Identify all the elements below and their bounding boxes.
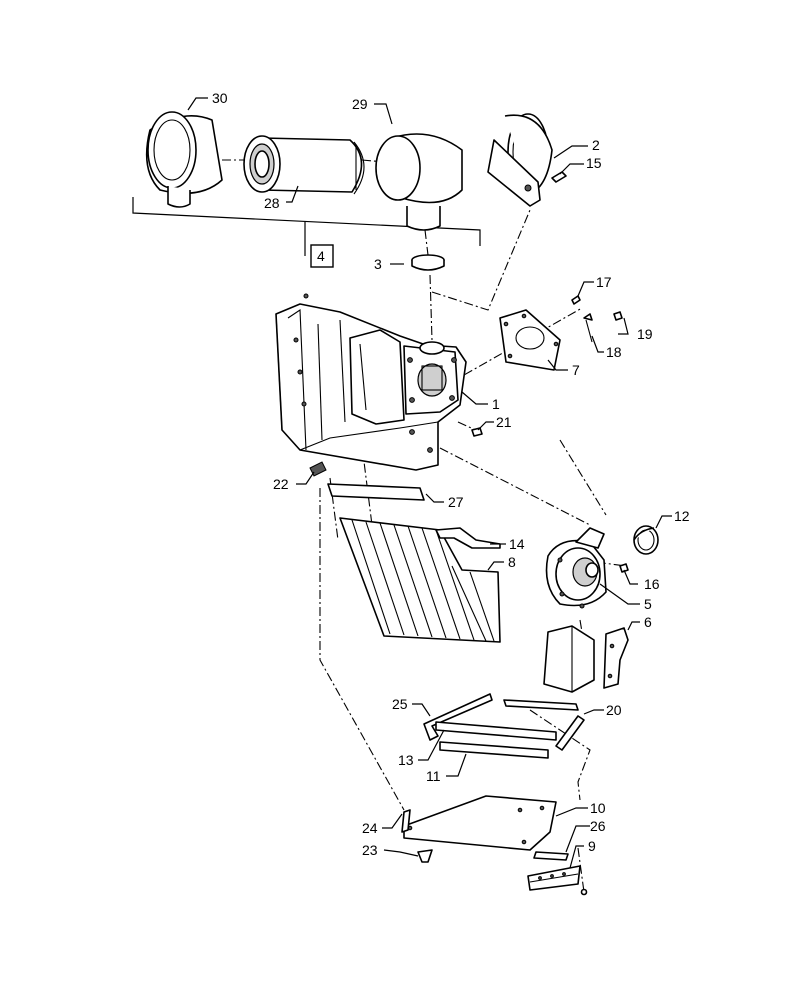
callout-15: 15	[586, 155, 602, 171]
callout-24: 24	[362, 820, 378, 836]
callout-9: 9	[588, 838, 596, 854]
air-cleaner-group	[132, 111, 567, 271]
leader-lines	[187, 97, 672, 869]
callout-30: 30	[212, 90, 228, 106]
part-23-screw[interactable]	[417, 849, 433, 863]
callout-25: 25	[392, 696, 408, 712]
part-27-strip[interactable]	[327, 483, 425, 501]
callout-labels: 30 29 28 2 15 4 3 17 19 18 7 1 21 22 27 …	[212, 90, 690, 858]
callout-4: 4	[317, 248, 325, 264]
callout-13: 13	[398, 752, 414, 768]
part-16-screw[interactable]	[619, 563, 629, 573]
part-1-main-housing[interactable]	[275, 293, 467, 471]
callout-3: 3	[374, 256, 382, 272]
part-14-bracket[interactable]	[435, 527, 501, 549]
part-17-screw[interactable]	[571, 295, 581, 305]
callout-4-box	[310, 244, 334, 268]
part-18-bolt[interactable]	[583, 313, 593, 343]
callout-8: 8	[508, 554, 516, 570]
callout-27: 27	[448, 494, 464, 510]
callout-20: 20	[606, 702, 622, 718]
callout-2: 2	[592, 137, 600, 153]
callout-6: 6	[644, 614, 652, 630]
part-10-bottom-panel[interactable]	[403, 795, 557, 851]
part-21-screw[interactable]	[471, 427, 483, 437]
part-6-bracket[interactable]	[543, 625, 629, 693]
part-19-pin[interactable]	[613, 311, 623, 321]
callout-28: 28	[264, 195, 280, 211]
callout-5: 5	[644, 596, 652, 612]
callout-17: 17	[596, 274, 612, 290]
callout-22: 22	[273, 476, 289, 492]
part-30-cover[interactable]	[145, 111, 223, 208]
callout-7: 7	[572, 362, 580, 378]
part-26-shim[interactable]	[533, 851, 569, 861]
callout-23: 23	[362, 842, 378, 858]
callout-10: 10	[590, 800, 606, 816]
callout-26: 26	[590, 818, 606, 834]
part-25-strip[interactable]	[423, 693, 493, 741]
part-3-ring[interactable]	[411, 254, 445, 271]
callout-29: 29	[352, 96, 368, 112]
part-13-strip[interactable]	[435, 721, 557, 741]
callout-16: 16	[644, 576, 660, 592]
part-29-housing[interactable]	[375, 133, 463, 231]
part-15-screw[interactable]	[551, 171, 567, 183]
part-2-band-clamp[interactable]	[487, 113, 553, 207]
callout-12: 12	[674, 508, 690, 524]
callout-18: 18	[606, 344, 622, 360]
part-5-blower[interactable]	[545, 527, 607, 609]
part-28-filter-element[interactable]	[243, 135, 365, 195]
part-9-hinge[interactable]	[527, 865, 588, 896]
part-7-plate[interactable]	[499, 309, 561, 371]
part-20-strip[interactable]	[503, 699, 585, 751]
part-8-panel[interactable]	[339, 517, 501, 643]
part-12-ring[interactable]	[633, 525, 659, 555]
callout-14: 14	[509, 536, 525, 552]
callout-21: 21	[496, 414, 512, 430]
callout-1: 1	[492, 396, 500, 412]
part-11-strip[interactable]	[439, 741, 549, 759]
callout-19: 19	[637, 326, 653, 342]
part-24-strip[interactable]	[401, 809, 411, 833]
callout-11: 11	[426, 768, 441, 784]
